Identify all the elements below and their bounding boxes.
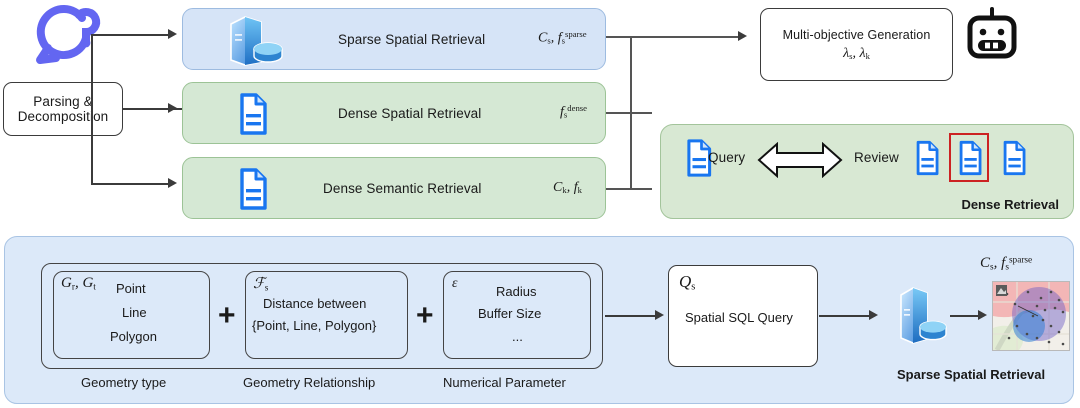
connector-components-to-query [605,315,657,317]
merge-to-generation [630,36,740,38]
geometry-relationship-caption: Geometry Relationship [243,375,376,390]
branch-dense-semantic[interactable]: Dense Semantic Retrieval Ck, fk [182,157,606,219]
robot-icon [963,6,1021,64]
document-highlight-box [949,133,989,182]
map-result-image [992,281,1070,351]
sparse-spatial-retrieval-panel: Gr, Gt Point Line Polygon + ℱs Distance … [4,236,1074,404]
plus-symbol-1: + [218,299,236,332]
numerical-parameter-caption: Numerical Parameter [443,375,566,390]
generation-formula: λs, λk [843,45,870,61]
document-icon [231,92,271,136]
geometry-type-item-2: Polygon [110,329,157,344]
connector-query-to-db [819,315,871,317]
numerical-parameter-box[interactable]: ε Radius Buffer Size ... [443,271,591,359]
merge-line-dense-semantic [606,188,652,190]
branch-formula-dense-semantic: Ck, fk [553,180,582,196]
review-label: Review [854,150,899,165]
connector-top-branch [91,34,169,36]
plus-symbol-2: + [416,299,434,332]
arrowhead-dense-spatial [168,103,177,113]
document-icon [909,138,942,178]
branch-label-dense-spatial: Dense Spatial Retrieval [338,106,482,121]
logo-icon [26,2,108,70]
geometry-relationship-item-0: Distance between [263,296,367,311]
database-server-icon [223,14,285,66]
geometry-relationship-tag: ℱs [253,276,269,294]
branch-formula-dense-spatial: fsdense [560,103,588,120]
connector-bottom-branch [91,183,169,185]
branch-label-sparse: Sparse Spatial Retrieval [338,32,486,47]
sparse-spatial-retrieval-caption: Sparse Spatial Retrieval [897,367,1046,382]
arrowhead-query [655,310,664,320]
branch-label-dense-semantic: Dense Semantic Retrieval [323,181,482,196]
arrowhead-map [978,310,987,320]
dense-retrieval-caption: Dense Retrieval [961,197,1059,212]
numerical-parameter-tag: ε [452,276,458,291]
document-icon [231,167,271,211]
numerical-parameter-item-1: Buffer Size [478,306,542,321]
document-icon [679,138,715,178]
geometry-relationship-box[interactable]: ℱs Distance between {Point, Line, Polygo… [245,271,408,359]
arrowhead-dense-semantic [168,178,177,188]
sparse-output-formula: Cs, fssparse [980,255,1033,273]
arrowhead-sparse [168,29,177,39]
merge-vertical-bus [630,36,632,190]
document-icon [996,138,1029,178]
connector-db-to-map [950,315,980,317]
geometry-type-item-0: Point [116,281,146,296]
query-tag: Qs [679,272,696,293]
connector-vertical-bus [91,34,93,184]
geometry-type-box[interactable]: Gr, Gt Point Line Polygon [53,271,210,359]
multi-objective-generation-node[interactable]: Multi-objective Generation λs, λk [760,8,953,81]
arrowhead-generation [738,31,747,41]
numerical-parameter-item-0: Radius [496,284,537,299]
double-arrow-icon [757,141,843,179]
geometry-type-tag: Gr, Gt [61,275,96,293]
merge-line-sparse [606,36,652,38]
database-server-icon [889,283,951,349]
geometry-relationship-item-1: {Point, Line, Polygon} [252,318,377,333]
arrowhead-db [869,310,878,320]
connector-input-bus [123,108,183,110]
parsing-decomposition-node[interactable]: Parsing & Decomposition [3,82,123,136]
document-icon [952,138,985,178]
spatial-sql-query-label: Spatial SQL Query [685,310,793,325]
parsing-label-line2: Decomposition [17,109,109,124]
merge-line-dense-spatial [606,112,652,114]
geometry-type-item-1: Line [122,305,147,320]
dense-retrieval-panel: Query Review Dense Retrieval [660,124,1074,219]
parsing-label-line1: Parsing & [33,94,93,109]
branch-sparse-spatial[interactable]: Sparse Spatial Retrieval Cs, fssparse [182,8,606,70]
branch-formula-sparse: Cs, fssparse [538,29,587,46]
spatial-components-group [41,263,603,369]
query-label: Query [708,150,746,165]
spatial-sql-query-box[interactable]: Qs Spatial SQL Query [668,265,818,367]
geometry-type-caption: Geometry type [81,375,167,390]
generation-title: Multi-objective Generation [782,27,931,42]
branch-dense-spatial[interactable]: Dense Spatial Retrieval fsdense [182,82,606,144]
numerical-parameter-item-2: ... [512,329,523,344]
